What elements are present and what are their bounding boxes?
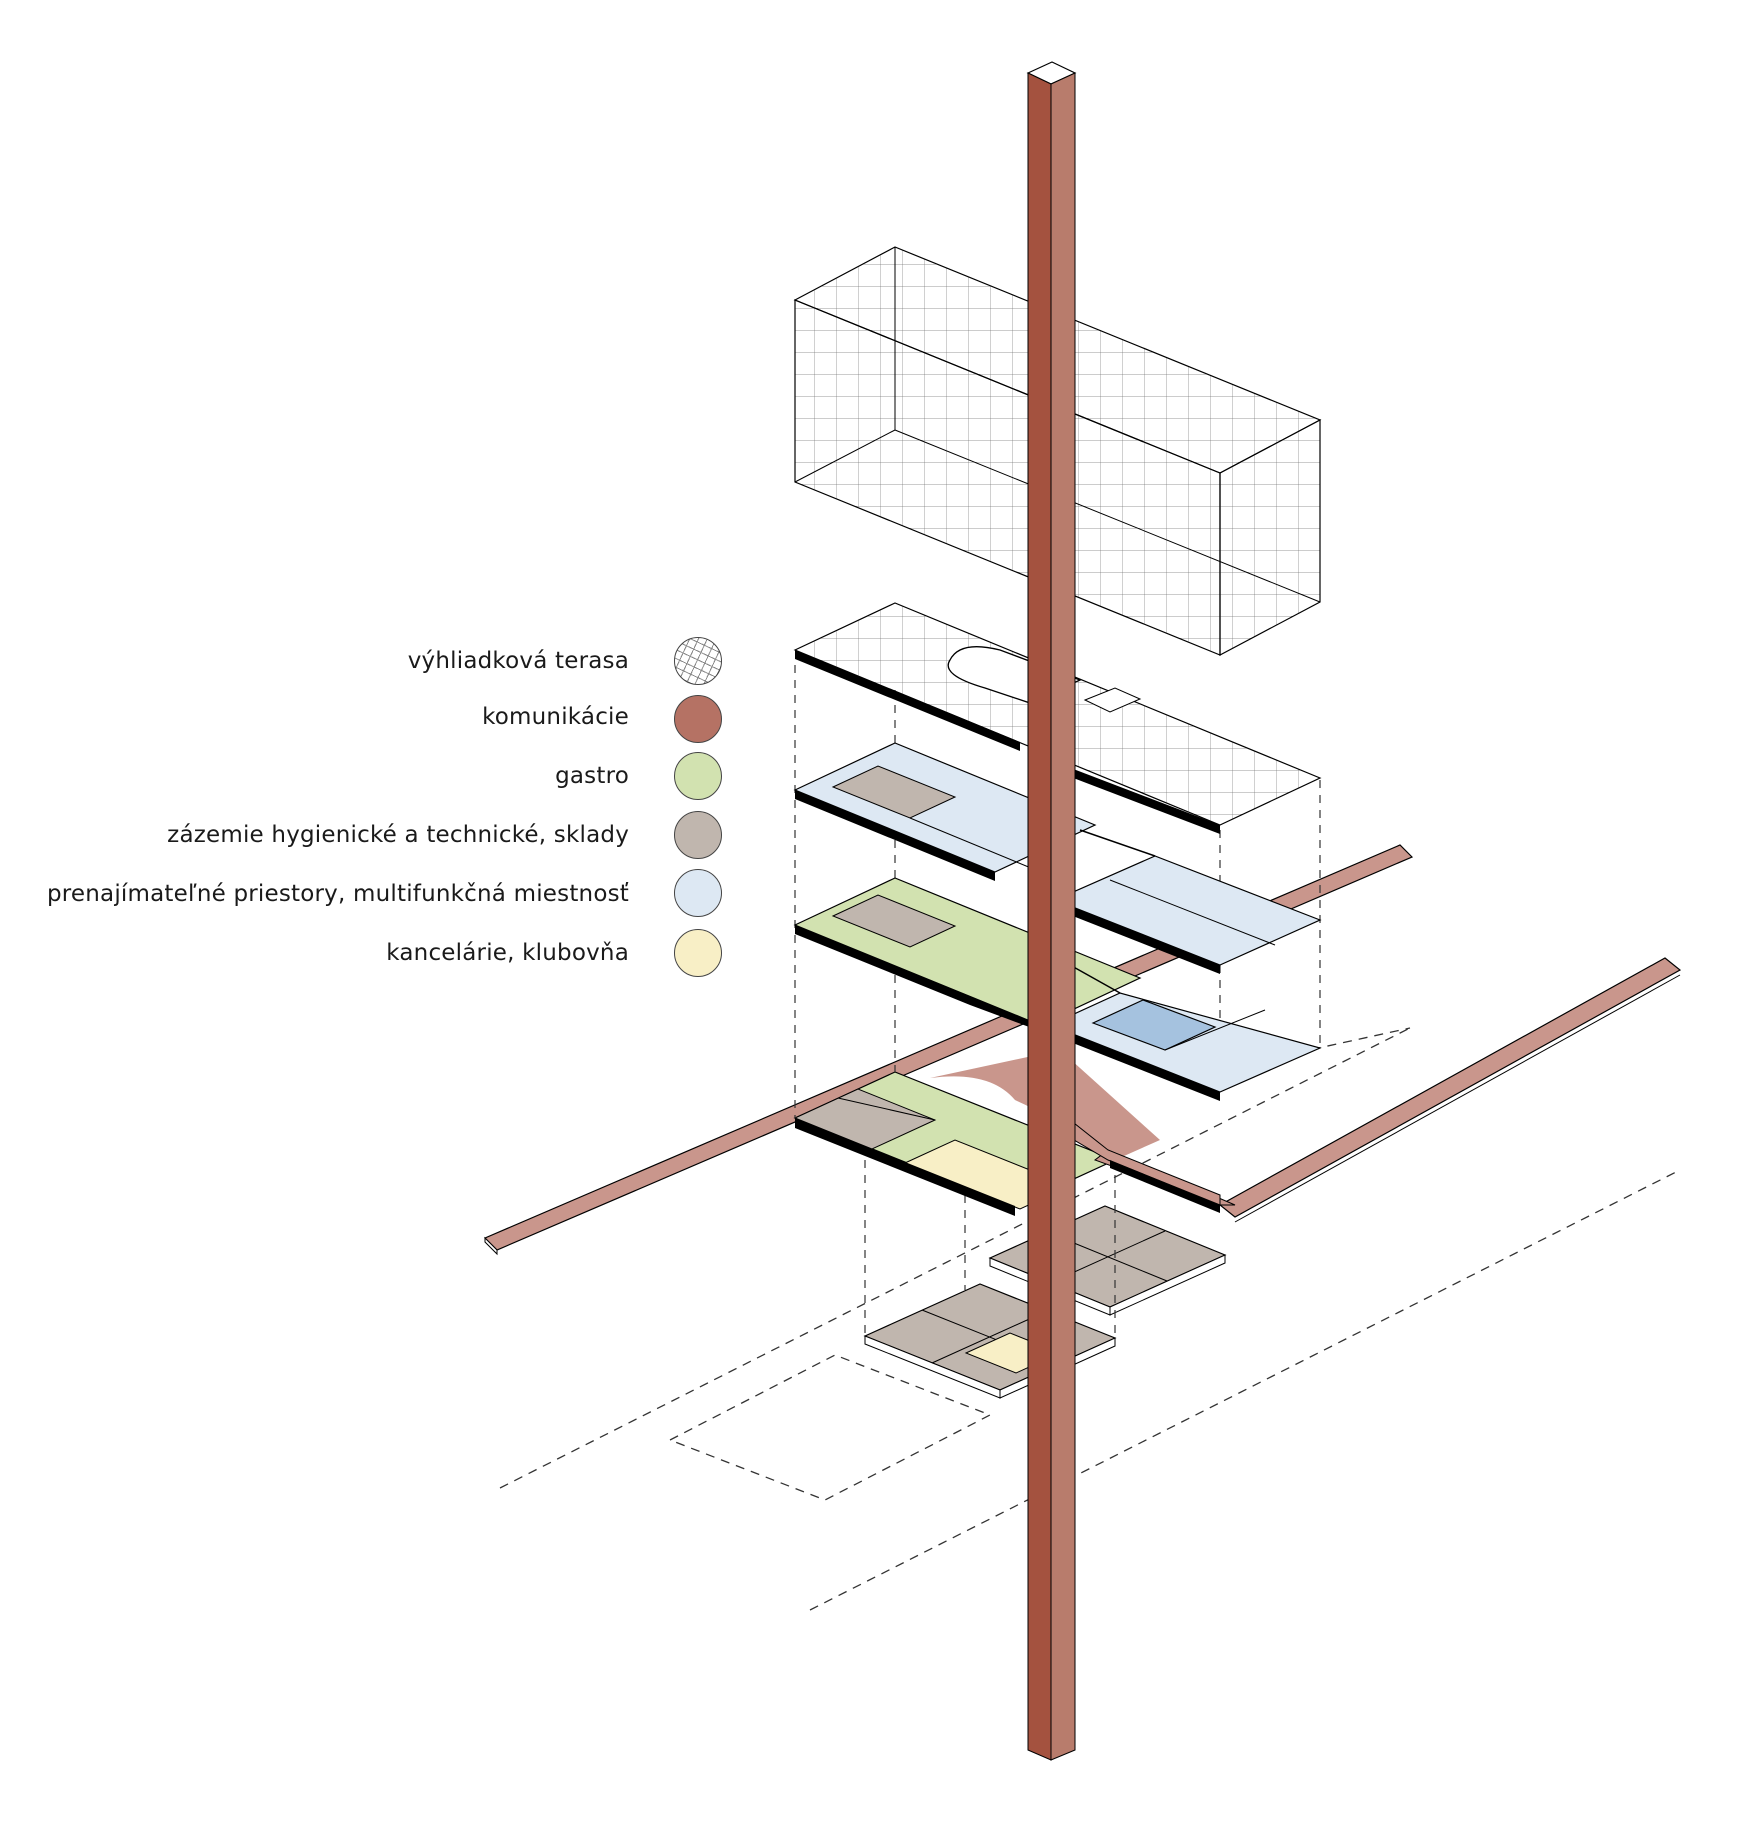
legend-swatch-terrace — [674, 637, 722, 685]
legend-label-communication: komunikácie — [482, 704, 629, 730]
legend-label-offices: kancelárie, klubovňa — [386, 940, 629, 966]
legend-label-rentable: prenajímateľné priestory, multifunkčná m… — [46, 881, 629, 907]
first-floor-right-wing — [1048, 964, 1322, 1101]
legend-label-gastro: gastro — [555, 763, 629, 789]
legend-swatch-communication — [674, 695, 722, 743]
legend-label-terrace: výhliadková terasa — [407, 648, 629, 674]
basement-slab-back — [988, 1205, 1227, 1316]
legend-label-facilities: zázemie hygienické a technické, sklady — [167, 822, 629, 848]
walkway-right — [1218, 957, 1682, 1223]
basement-dashed-verticals — [864, 1160, 1116, 1390]
second-floor-slab — [793, 742, 1322, 974]
legend-swatch-facilities — [674, 811, 722, 859]
legend-swatch-rentable — [674, 869, 722, 917]
legend-swatch-offices — [674, 929, 722, 977]
central-column — [1026, 61, 1077, 1761]
legend-swatch-gastro — [674, 752, 722, 800]
